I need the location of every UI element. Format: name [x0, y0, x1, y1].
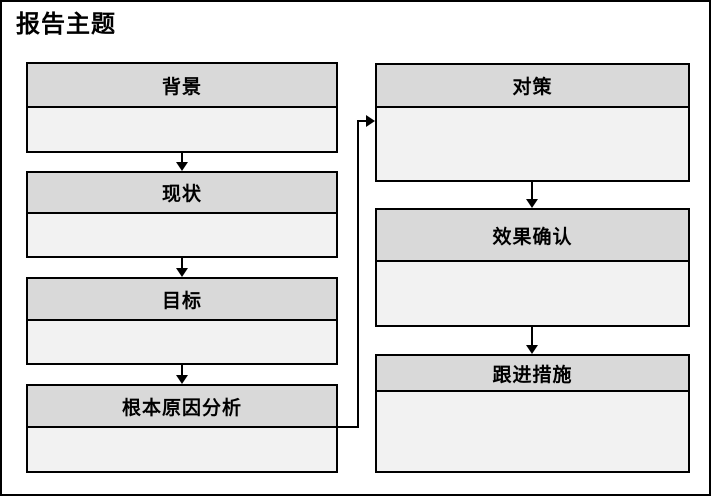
- flow-box-root-cause-analysis: 根本原因分析: [26, 384, 338, 473]
- flow-box-countermeasures-label: 对策: [512, 77, 553, 98]
- arrow-countermeasures-to-effect-confirmation: [526, 182, 538, 208]
- arrow-goal-to-root-cause: [176, 365, 188, 384]
- flow-box-effect-confirmation-header: 效果确认: [377, 210, 688, 262]
- flow-box-goal-label: 目标: [161, 290, 202, 312]
- flow-box-countermeasures: 对策: [375, 63, 690, 182]
- flow-box-goal-header: 目标: [28, 279, 336, 321]
- arrow-current-state-to-goal: [176, 258, 188, 277]
- flow-box-current-state: 现状: [26, 171, 338, 258]
- flow-box-follow-up-measures: 跟进措施: [375, 354, 690, 473]
- flow-box-effect-confirmation-body: [377, 262, 688, 325]
- flow-box-background-header: 背景: [28, 64, 336, 108]
- flow-box-effect-confirmation: 效果确认: [375, 208, 690, 327]
- flow-box-goal-body: [28, 321, 336, 363]
- flow-box-countermeasures-header: 对策: [377, 65, 688, 108]
- flow-box-countermeasures-body: [377, 108, 688, 180]
- flow-box-current-state-body: [28, 214, 336, 256]
- flow-box-goal: 目标: [26, 277, 338, 365]
- flow-box-follow-up-measures-label: 跟进措施: [492, 364, 573, 386]
- flow-box-follow-up-measures-header: 跟进措施: [377, 356, 688, 392]
- flow-box-root-cause-analysis-header: 根本原因分析: [28, 386, 336, 428]
- flow-box-current-state-header: 现状: [28, 173, 336, 214]
- diagram-title: 报告主题: [16, 11, 116, 38]
- arrow-effect-confirmation-to-follow-up: [526, 327, 538, 354]
- arrow-background-to-current-state: [176, 153, 188, 171]
- flow-box-root-cause-analysis-label: 根本原因分析: [121, 397, 242, 419]
- flow-box-current-state-label: 现状: [161, 184, 202, 205]
- flow-box-effect-confirmation-label: 效果确认: [492, 226, 573, 248]
- flow-box-background: 背景: [26, 62, 338, 153]
- flow-box-root-cause-analysis-body: [28, 428, 336, 471]
- flow-box-follow-up-measures-body: [377, 392, 688, 471]
- flow-box-background-body: [28, 108, 336, 151]
- elbow-connector-root-cause-to-countermeasures: [338, 115, 375, 428]
- flow-box-background-label: 背景: [161, 76, 202, 98]
